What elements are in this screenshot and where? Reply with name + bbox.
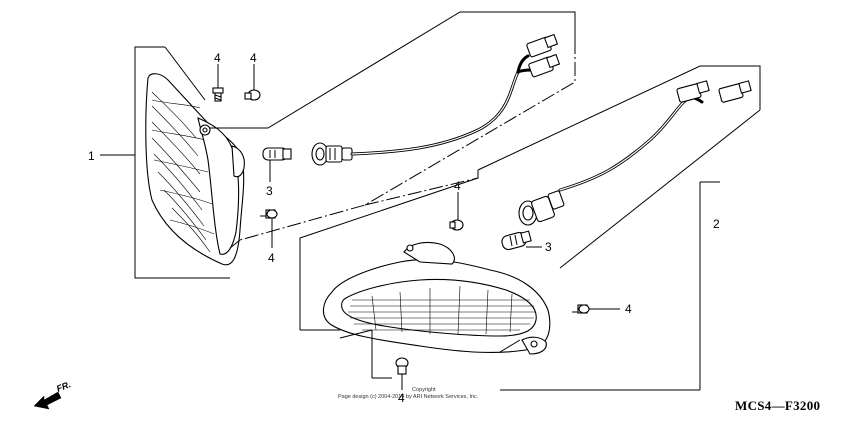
screw-4-a[interactable] [212, 64, 224, 102]
screw-4-e[interactable] [572, 304, 620, 314]
upper-socket-frame [210, 11, 576, 249]
front-direction-indicator: FR. [33, 379, 72, 410]
callout-part-4-c: 4 [268, 251, 275, 265]
left-turn-signal-lens[interactable] [145, 73, 245, 266]
callout-part-1: 1 [88, 149, 95, 163]
front-direction-label: FR. [55, 379, 72, 394]
front-arrow-icon [33, 391, 62, 410]
bulb-3-lower[interactable] [501, 230, 540, 251]
screw-4-f[interactable] [395, 357, 409, 390]
diagram-code: MCS4—F3200 [735, 398, 820, 413]
bulb-3-upper[interactable] [262, 147, 292, 178]
screw-4-b[interactable] [244, 64, 261, 101]
callout-part-3-upper: 3 [266, 184, 273, 198]
right-assembly-frame [299, 65, 761, 391]
screw-4-d[interactable] [449, 192, 464, 231]
callout-part-4-e: 4 [625, 302, 632, 316]
callout-part-2: 2 [713, 217, 720, 231]
right-turn-signal-lens[interactable] [322, 241, 551, 379]
copyright-line-1: Copyright [412, 387, 436, 393]
upper-socket-wire[interactable] [311, 33, 561, 166]
callout-part-4-a: 4 [214, 51, 221, 65]
lower-socket-wire[interactable] [518, 80, 752, 226]
left-assembly-frame [100, 46, 230, 279]
copyright-line-2: Page design (c) 2004-2014 by ARI Network… [338, 394, 479, 400]
screw-4-c[interactable] [260, 209, 278, 248]
callout-part-4-d: 4 [454, 179, 461, 193]
callout-part-4-b: 4 [250, 51, 257, 65]
callout-part-4-f: 4 [398, 391, 405, 405]
callout-part-3-lower: 3 [545, 240, 552, 254]
callout-leaders [269, 178, 542, 248]
